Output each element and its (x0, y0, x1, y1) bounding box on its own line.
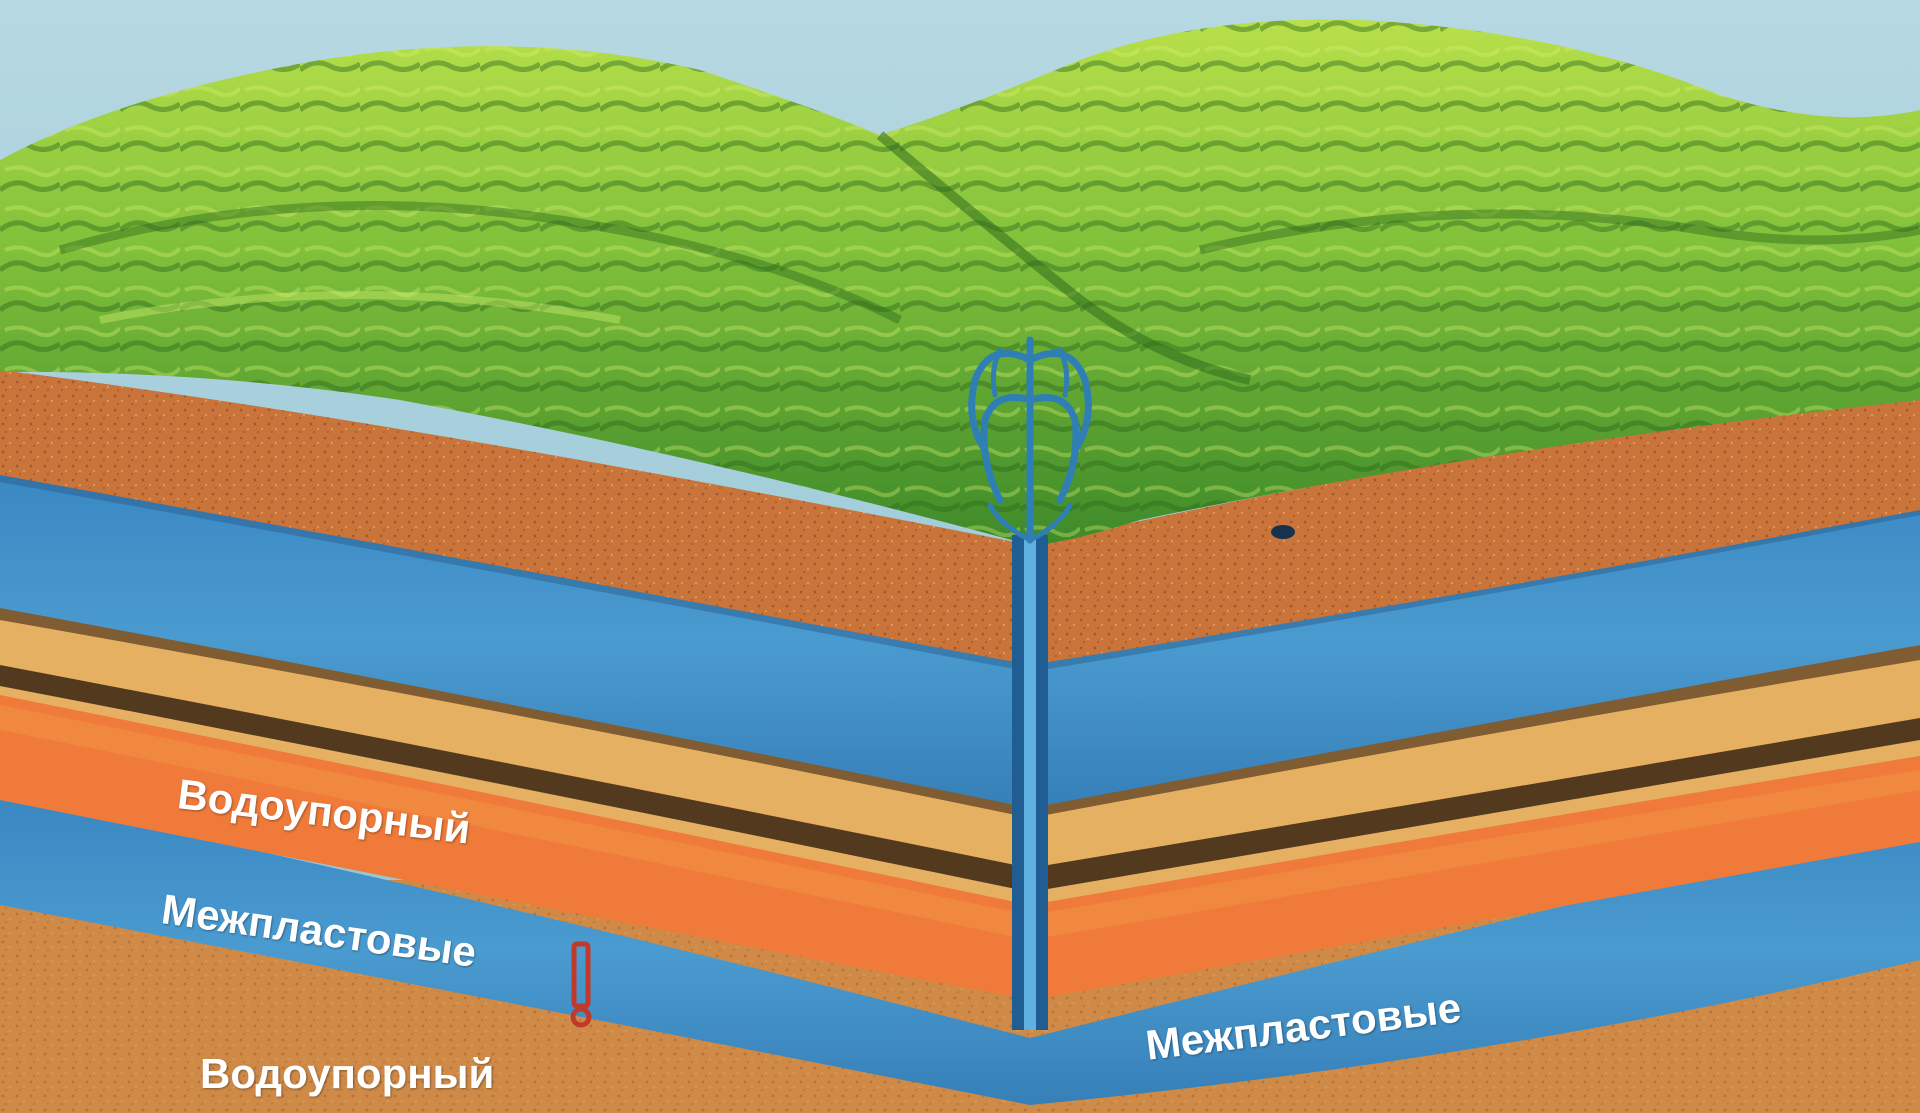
label-lower-aquiclude: Водоупорный (200, 1050, 494, 1098)
pebble (1271, 525, 1295, 539)
artesian-well-icon (1012, 535, 1048, 1030)
